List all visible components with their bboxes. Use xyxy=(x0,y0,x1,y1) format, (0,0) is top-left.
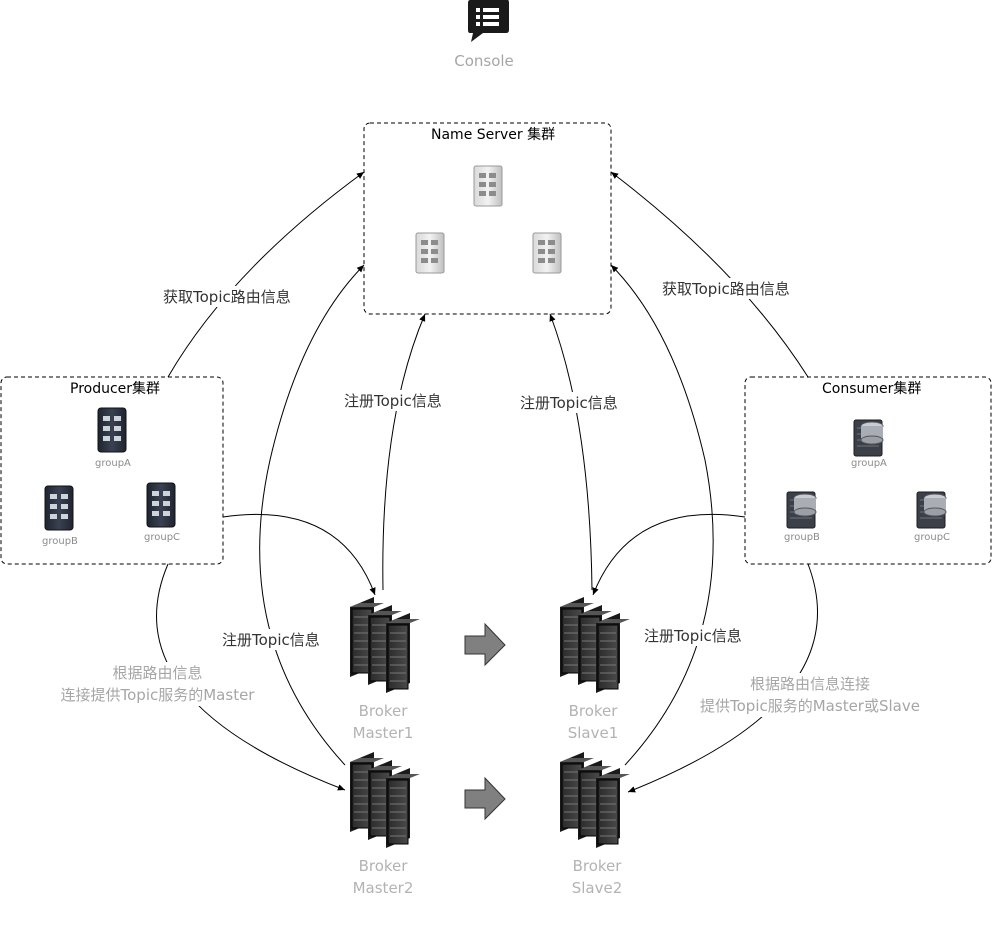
replication-arrow-2 xyxy=(464,776,506,821)
broker-master2-line2: Master2 xyxy=(352,879,414,897)
broker-slave1-rack xyxy=(560,597,630,693)
consumer-route-label: 获取Topic路由信息 xyxy=(660,278,792,299)
consumer-cluster-box xyxy=(744,376,992,565)
console-label: Console xyxy=(454,52,514,70)
register-master2-label: 注册Topic信息 xyxy=(220,629,322,650)
name-server-node xyxy=(532,232,562,274)
producer-cluster-box xyxy=(0,376,224,565)
producer-connect-line1: 根据路由信息 xyxy=(112,664,203,682)
broker-slave2-rack xyxy=(560,752,630,848)
name-server-node xyxy=(473,165,503,207)
consumer-connect-line2: 提供Topic服务的Master或Slave xyxy=(700,697,920,715)
consumer-group-label: groupC xyxy=(914,532,951,543)
consumer-server-icon xyxy=(916,491,947,529)
broker-master1-line2: Master1 xyxy=(352,724,414,742)
producer-route-label: 获取Topic路由信息 xyxy=(161,286,293,307)
broker-master2-line1: Broker xyxy=(358,857,408,875)
consumer-to-slave1-edge xyxy=(592,513,746,596)
consumer-group-label: groupB xyxy=(784,532,820,543)
slave1-register-edge xyxy=(549,313,593,591)
producer-server-icon xyxy=(97,407,127,453)
broker-master2-rack xyxy=(350,752,420,848)
broker-slave2-label: Broker Slave2 xyxy=(557,855,637,899)
consumer-connect-line1: 根据路由信息连接 xyxy=(749,675,870,693)
broker-master1-rack xyxy=(350,597,420,693)
consumer-title: Consumer集群 xyxy=(822,381,922,397)
master2-register-edge xyxy=(259,264,365,766)
consumer-server-icon xyxy=(786,491,817,529)
broker-master1-label: Broker Master1 xyxy=(343,700,423,744)
name-server-cluster-box xyxy=(363,122,612,315)
slave2-register-edge xyxy=(610,264,714,766)
broker-slave2-line1: Broker xyxy=(572,857,622,875)
register-slave2-label: 注册Topic信息 xyxy=(642,625,744,646)
broker-master2-label: Broker Master2 xyxy=(343,855,423,899)
producer-title: Producer集群 xyxy=(70,381,161,397)
producer-server-icon xyxy=(44,485,74,531)
consumer-to-nameserver-edge xyxy=(610,171,809,378)
replication-arrow-1 xyxy=(464,622,506,667)
name-server-node xyxy=(415,232,445,274)
master1-register-edge xyxy=(382,313,426,591)
chat-list-icon xyxy=(468,0,509,42)
consumer-connect-label: 根据路由信息连接 提供Topic服务的Master或Slave xyxy=(690,673,930,717)
producer-group-label: groupA xyxy=(95,458,131,469)
producer-connect-line2: 连接提供Topic服务的Master xyxy=(60,686,255,704)
broker-slave1-line1: Broker xyxy=(568,702,618,720)
register-master1-label: 注册Topic信息 xyxy=(342,390,444,411)
broker-slave1-label: Broker Slave1 xyxy=(553,700,633,744)
producer-group-label: groupC xyxy=(144,532,181,543)
broker-master1-line1: Broker xyxy=(358,702,408,720)
register-slave1-label: 注册Topic信息 xyxy=(518,392,620,413)
producer-connect-label: 根据路由信息 连接提供Topic服务的Master xyxy=(45,662,270,706)
producer-group-label: groupB xyxy=(42,536,78,547)
consumer-group-label: groupA xyxy=(851,458,887,469)
broker-slave1-line2: Slave1 xyxy=(567,724,619,742)
consumer-server-icon xyxy=(853,419,884,457)
producer-server-icon xyxy=(146,482,176,528)
producer-to-nameserver-edge xyxy=(167,171,365,378)
broker-slave2-line2: Slave2 xyxy=(571,879,623,897)
name-server-title: Name Server 集群 xyxy=(431,127,556,143)
producer-to-master1-edge xyxy=(222,513,376,596)
